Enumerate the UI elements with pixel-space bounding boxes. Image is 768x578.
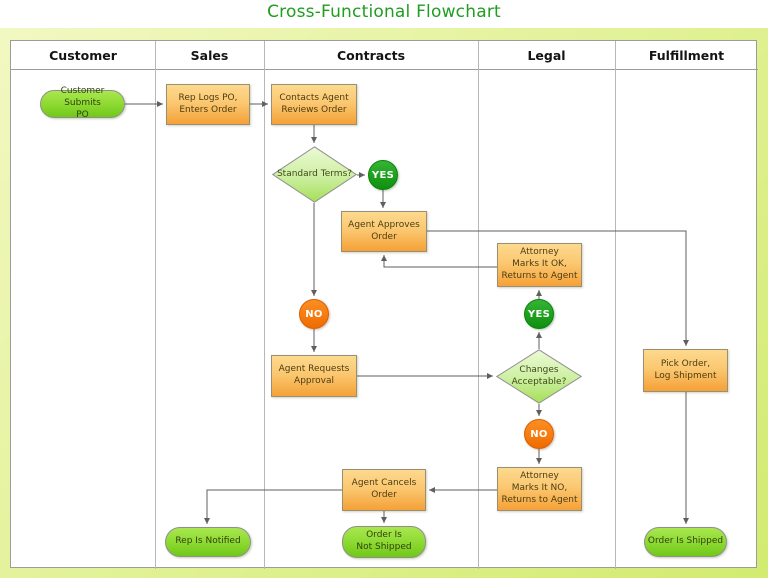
node-label: Order Is Shipped (647, 536, 724, 547)
process-attorney-marks-ok: Attorney Marks It OK, Returns to Agent (497, 243, 582, 287)
node-label: Rep Logs PO, Enters Order (178, 92, 238, 115)
process-agent-requests-approval: Agent Requests Approval (271, 355, 357, 397)
terminator-order-is-shipped: Order Is Shipped (644, 527, 727, 557)
diamond-shape (272, 146, 357, 203)
node-label: Changes Acceptable? (511, 364, 567, 387)
lane-header-customer: Customer (49, 47, 117, 63)
node-label: Customer Submits PO (60, 86, 105, 120)
lane-divider (155, 41, 156, 569)
process-pick-order-log-shipment: Pick Order, Log Shipment (643, 349, 728, 392)
process-agent-approves-order: Agent Approves Order (341, 211, 427, 252)
node-label: Pick Order, Log Shipment (654, 358, 717, 381)
node-label: Attorney Marks It OK, Returns to Agent (501, 247, 578, 281)
node-label: NO (530, 428, 548, 440)
process-attorney-marks-no: Attorney Marks It NO, Returns to Agent (497, 467, 582, 511)
node-label: Standard Terms? (276, 168, 353, 179)
decision-standard-terms: Standard Terms? (272, 146, 357, 203)
connector-no-standard-terms: NO (299, 299, 329, 329)
process-contacts-agent-reviews-order: Contacts Agent Reviews Order (271, 84, 357, 125)
node-label: YES (371, 169, 395, 181)
connector-yes-standard-terms: YES (368, 160, 398, 190)
lane-divider (615, 41, 616, 569)
terminator-rep-is-notified: Rep Is Notified (165, 527, 251, 557)
lane-header-fulfillment: Fulfillment (648, 47, 725, 63)
lane-divider (264, 41, 265, 569)
process-agent-cancels-order: Agent Cancels Order (342, 469, 426, 511)
connector-yes-changes-acceptable: YES (524, 299, 554, 329)
page-title: Cross-Functional Flowchart (267, 2, 501, 22)
node-label: Agent Cancels Order (351, 478, 417, 500)
diamond-shape (496, 349, 582, 404)
node-label: Attorney Marks It NO, Returns to Agent (501, 471, 578, 505)
node-label: Contacts Agent Reviews Order (279, 92, 349, 115)
terminator-order-is-not-shipped: Order Is Not Shipped (342, 526, 426, 558)
node-label: YES (527, 308, 551, 320)
lane-header-legal: Legal (527, 47, 566, 63)
decision-changes-acceptable: Changes Acceptable? (496, 349, 582, 404)
lane-divider (478, 41, 479, 569)
terminator-customer-submits-po: Customer Submits PO (40, 86, 125, 120)
node-label: Order Is Not Shipped (356, 530, 412, 552)
node-label: Agent Requests Approval (278, 364, 350, 386)
lane-header-sales: Sales (190, 47, 229, 63)
header-underline (11, 69, 758, 70)
node-label: Agent Approves Order (348, 219, 420, 242)
connector-no-changes-acceptable: NO (524, 419, 554, 449)
lane-header-contracts: Contracts (336, 47, 406, 63)
process-rep-logs-po: Rep Logs PO, Enters Order (166, 84, 250, 125)
node-label: Rep Is Notified (175, 536, 241, 547)
node-label: NO (305, 308, 323, 320)
